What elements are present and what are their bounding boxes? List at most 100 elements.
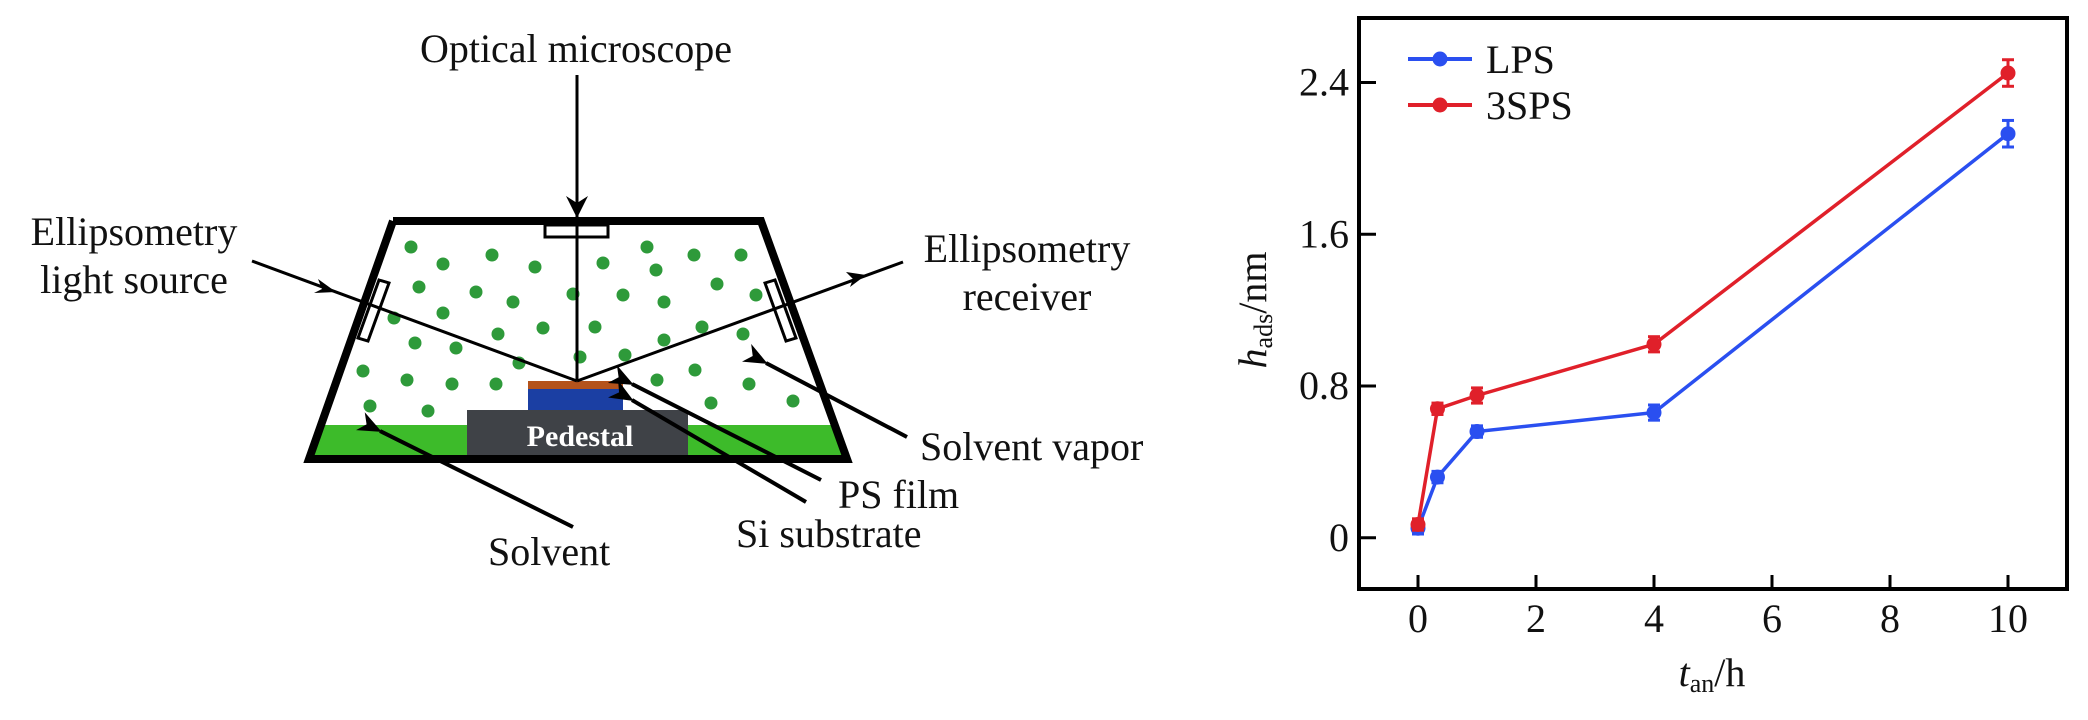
vapor-dot <box>749 288 763 302</box>
data-point <box>1646 405 1662 421</box>
vapor-dot <box>412 280 426 294</box>
legend-label: LPS <box>1486 37 1555 82</box>
series-layer <box>1410 58 2016 536</box>
optical-microscope-label: Optical microscope <box>420 26 732 71</box>
vapor-dot <box>436 257 450 271</box>
data-point <box>2000 126 2016 142</box>
vapor-dot <box>400 373 414 387</box>
vapor-dot <box>640 240 654 254</box>
vapor-dot <box>710 277 724 291</box>
vapor-dot <box>489 377 503 391</box>
legend-marker <box>1432 51 1448 67</box>
solvent-vapor-dots <box>356 240 800 418</box>
series-3sps <box>1410 58 2016 533</box>
data-point <box>1469 388 1485 404</box>
receiver-label-line2: receiver <box>963 274 1092 319</box>
si-substrate-pointer <box>607 380 808 504</box>
vapor-dot <box>436 306 450 320</box>
vapor-dot <box>742 377 756 391</box>
x-tick-label: 0 <box>1408 596 1428 641</box>
vapor-dot <box>704 396 718 410</box>
solvent-vapor-label: Solvent vapor <box>920 424 1143 469</box>
y-axis-label: hads/nm <box>1230 252 1278 369</box>
ps-film-pointer <box>607 365 822 482</box>
vapor-dot <box>573 350 587 364</box>
vapor-dot <box>485 248 499 262</box>
series-line <box>1416 71 2010 525</box>
x-tick-label: 2 <box>1526 596 1546 641</box>
vapor-dot <box>421 404 435 418</box>
incident-beam <box>251 259 578 383</box>
data-point <box>1410 517 1426 533</box>
y-tick-label: 0.8 <box>1299 363 1349 408</box>
vapor-dot <box>649 263 663 277</box>
vapor-dot <box>786 394 800 408</box>
vapor-dot <box>596 256 610 270</box>
vapor-dot <box>506 295 520 309</box>
data-point <box>1429 469 1445 485</box>
microscope-arrow-icon <box>566 196 588 218</box>
vapor-dot <box>736 327 750 341</box>
y-tick-label: 0 <box>1329 515 1349 560</box>
solvent-label: Solvent <box>488 529 610 574</box>
legend-marker <box>1432 97 1448 113</box>
ps-film <box>528 381 623 389</box>
vapor-dot <box>536 321 550 335</box>
data-point <box>1429 401 1445 417</box>
vapor-dot <box>657 295 671 309</box>
vapor-dot <box>528 260 542 274</box>
series-line <box>1416 132 2010 529</box>
incident-arrow-icon <box>314 279 336 293</box>
plot-frame <box>1357 16 2069 591</box>
x-tick-label: 4 <box>1644 596 1664 641</box>
x-tick-label: 8 <box>1880 596 1900 641</box>
reflected-beam <box>576 260 904 383</box>
vapor-dot <box>491 327 505 341</box>
vapor-dot <box>695 320 709 334</box>
series-lps <box>1410 118 2016 536</box>
x-axis-label: tan/h <box>1679 650 1746 698</box>
vapor-dot <box>469 285 483 299</box>
si-substrate-label: Si substrate <box>736 511 922 556</box>
chamber-outline <box>303 217 853 463</box>
vapor-dot <box>618 348 632 362</box>
legend-item-3sps: 3SPS <box>1408 83 1573 128</box>
vapor-dot <box>408 336 422 350</box>
x-tick-label: 10 <box>1988 596 2028 641</box>
si-substrate <box>528 389 623 410</box>
vapor-dot <box>356 364 370 378</box>
vapor-dot <box>404 240 418 254</box>
vapor-dot <box>657 333 671 347</box>
light-source-label-line2: light source <box>40 257 228 302</box>
solvent-vapor-pointer <box>741 343 908 439</box>
data-point <box>2000 65 2016 81</box>
legend-label: 3SPS <box>1486 83 1573 128</box>
x-tick-label: 6 <box>1762 596 1782 641</box>
vapor-dot <box>363 399 377 413</box>
vapor-dot <box>650 373 664 387</box>
ps-film-label: PS film <box>838 472 959 517</box>
vapor-dot <box>687 248 701 262</box>
legend-item-lps: LPS <box>1408 37 1555 82</box>
pedestal <box>467 410 688 459</box>
x-axis-ticks: 0 2 4 6 8 10 <box>1408 575 2028 641</box>
pedestal-label: Pedestal <box>527 420 634 453</box>
y-tick-label: 1.6 <box>1299 211 1349 256</box>
y-tick-label: 2.4 <box>1299 59 1349 104</box>
solvent-pointer <box>355 412 574 529</box>
reflected-arrow-icon <box>846 272 866 287</box>
receiver-window <box>763 278 798 343</box>
y-axis-ticks: 0 0.8 1.6 2.4 <box>1299 59 1376 560</box>
vapor-dot <box>445 377 459 391</box>
data-point <box>1469 424 1485 440</box>
vapor-dot <box>616 288 630 302</box>
light-source-label-line1: Ellipsometry <box>31 209 238 254</box>
light-source-window <box>356 278 391 343</box>
receiver-label-line1: Ellipsometry <box>924 226 1131 271</box>
ellipsometry-setup-diagram: Pedestal Optical microscope Ellipsometry… <box>31 26 1144 574</box>
vapor-dot <box>449 341 463 355</box>
vapor-dot <box>588 320 602 334</box>
